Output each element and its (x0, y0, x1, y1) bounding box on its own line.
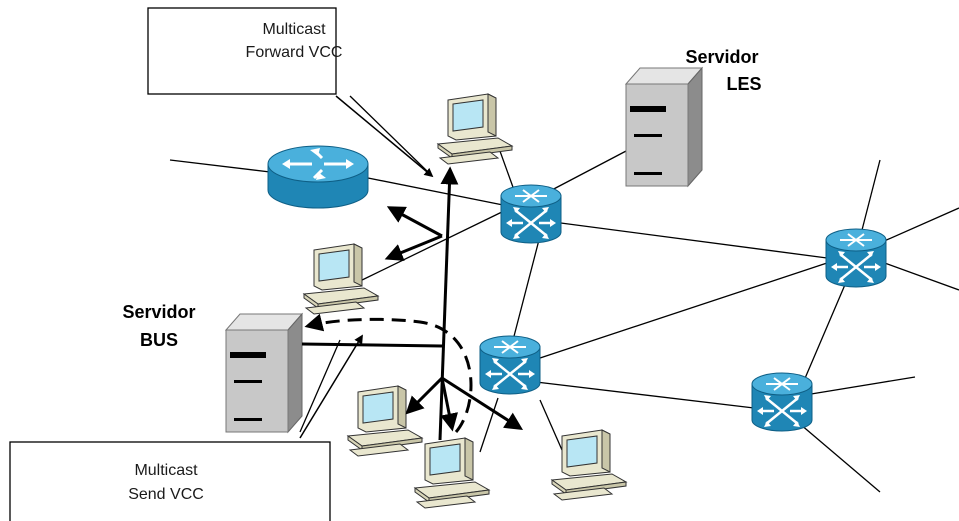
server-les-label: Servidor LES (685, 47, 761, 94)
atm-switch-icon (478, 334, 542, 396)
workstation-icon (551, 429, 627, 501)
callout-send-vcc: Multicast Send VCC (9, 441, 331, 521)
router-icon (267, 145, 369, 209)
callout-send-line2: Send VCC (128, 486, 204, 503)
atm-switch-icon (750, 371, 814, 433)
server-bus-line2: BUS (140, 330, 178, 350)
network-links (169, 95, 959, 493)
callout-forward-vcc: Multicast Forward VCC (147, 7, 343, 95)
server-bus-label: Servidor BUS (122, 302, 195, 350)
callout-forward-line2: Forward VCC (246, 44, 343, 61)
atm-switch-icon (499, 183, 563, 245)
callout-send-line1: Multicast (134, 462, 198, 479)
server-bus-line1: Servidor (122, 302, 195, 322)
workstation-icon (347, 385, 423, 457)
workstation-icon (414, 437, 490, 509)
server-icon (625, 67, 703, 187)
workstation-icon (303, 243, 379, 315)
server-les-line1: Servidor (685, 47, 758, 67)
server-les-line2: LES (726, 74, 761, 94)
atm-switch-icon (824, 227, 888, 289)
callout-pointers (299, 95, 434, 439)
server-icon (225, 313, 303, 433)
multicast-flow-arrows (301, 166, 524, 441)
callout-forward-line1: Multicast (262, 21, 326, 38)
multicast-send-loop (304, 313, 473, 433)
